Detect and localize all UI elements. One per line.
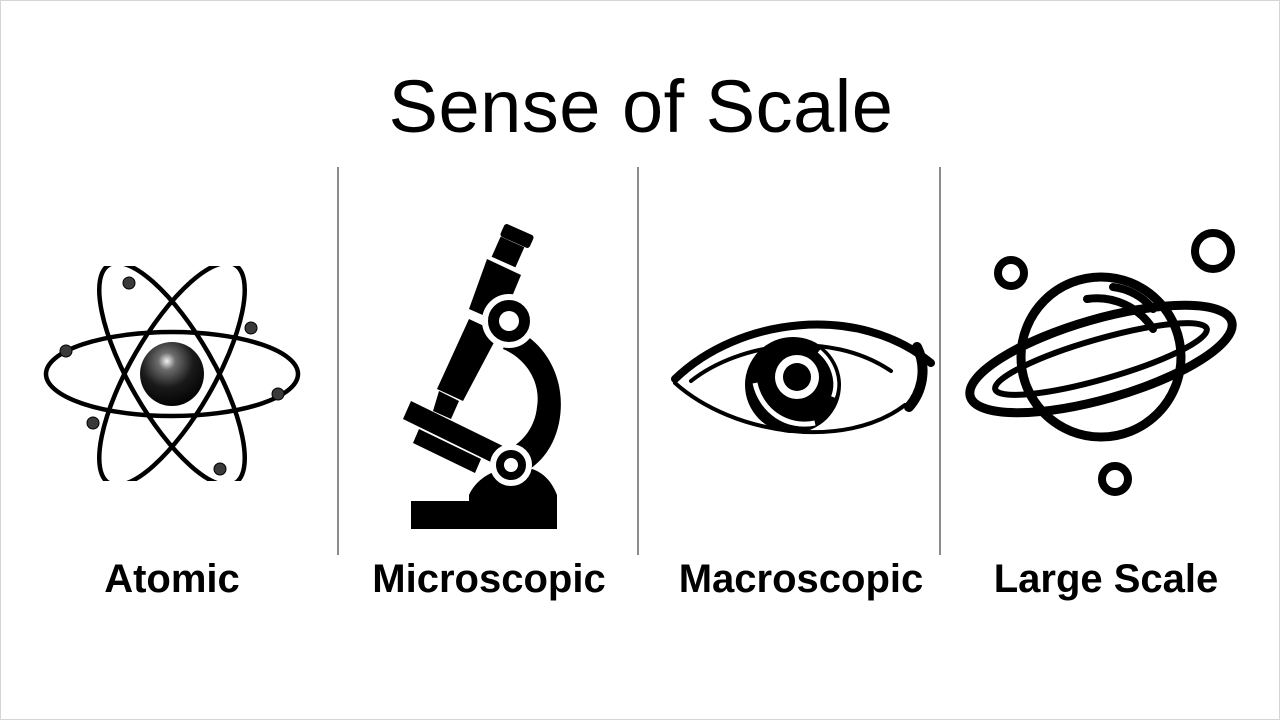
column-label-macroscopic: Macroscopic [678,557,924,601]
column-label-large-scale: Large Scale [993,557,1219,601]
column-label-microscopic: Microscopic [372,557,606,601]
microscope-icon [403,224,561,529]
eye-icon [671,320,935,435]
column-label-atomic: Atomic [104,557,240,601]
planet-icon [965,229,1237,496]
column-divider [337,167,339,555]
column-divider [939,167,941,555]
atom-icon [43,266,301,481]
slide-title: Sense of Scale [388,65,894,148]
column-divider [637,167,639,555]
